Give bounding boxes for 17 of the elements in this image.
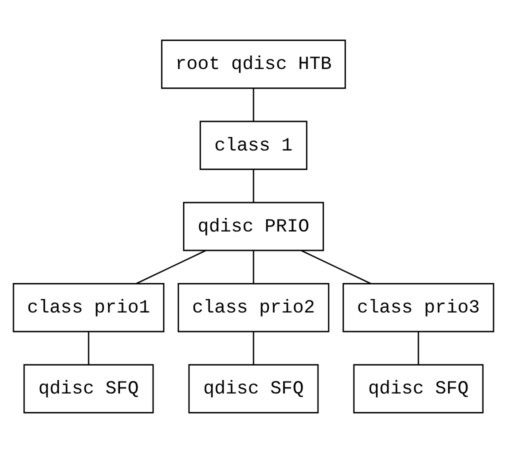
connector: [418, 331, 420, 364]
node-box: class prio3: [342, 282, 494, 332]
connector: [252, 168, 254, 202]
node-box: root qdisc HTB: [161, 39, 346, 88]
node-box: class prio2: [178, 282, 330, 332]
connector: [252, 331, 254, 364]
connector: [252, 88, 254, 121]
connector: [300, 249, 372, 284]
node-box: class prio1: [12, 282, 164, 332]
connector: [136, 249, 206, 284]
node-box: qdisc SFQ: [353, 364, 484, 413]
node-box: class 1: [200, 120, 308, 170]
node-box: qdisc SFQ: [23, 364, 154, 413]
connector: [252, 250, 254, 283]
connector: [88, 331, 90, 364]
node-box: qdisc SFQ: [188, 364, 319, 413]
node-box: qdisc PRIO: [183, 201, 324, 251]
